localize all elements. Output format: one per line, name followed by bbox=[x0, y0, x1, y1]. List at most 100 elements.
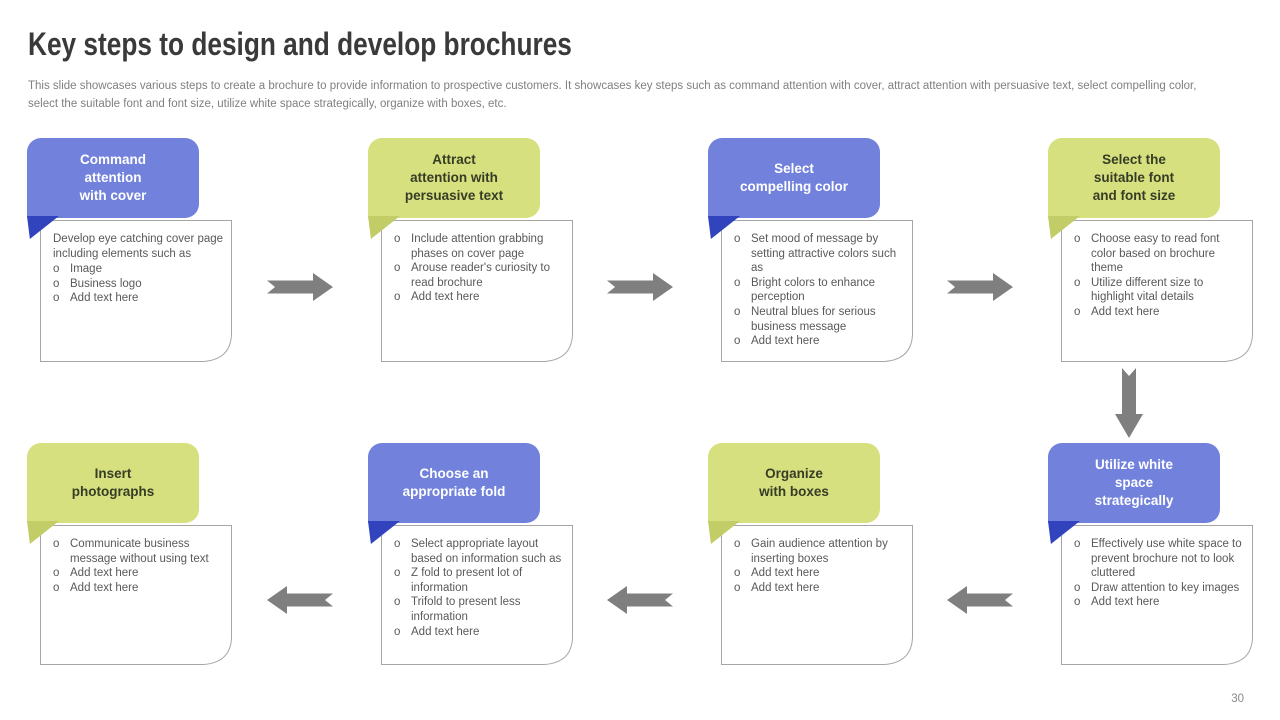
step-note: o Choose easy to read font color based on… bbox=[1061, 220, 1253, 362]
bullet-text: Effectively use white space to prevent b… bbox=[1091, 538, 1242, 580]
flow-arrow-right-icon bbox=[947, 273, 1013, 301]
step-header-label: Choose an appropriate fold bbox=[402, 466, 506, 499]
bullet-marker: o bbox=[394, 233, 401, 245]
bullet-marker: o bbox=[734, 567, 741, 580]
bullet-marker: o bbox=[394, 596, 401, 609]
bullet-text: Add text here bbox=[70, 292, 139, 305]
flow-arrow-left-icon bbox=[607, 586, 673, 614]
list-item: o Neutral blues for serious business mess… bbox=[734, 305, 905, 334]
flow-arrow-right-icon bbox=[607, 273, 673, 301]
bullet-marker: o bbox=[1074, 596, 1081, 609]
bullet-text: Add text here bbox=[411, 291, 480, 304]
bullet-marker: o bbox=[734, 233, 741, 245]
bullet-marker: o bbox=[53, 292, 60, 305]
bullet-marker: o bbox=[734, 538, 741, 550]
bullet-marker: o bbox=[734, 305, 741, 318]
page-number: 30 bbox=[1231, 693, 1244, 705]
bullet-marker: o bbox=[53, 263, 60, 276]
step-note: o Effectively use white space to prevent … bbox=[1061, 525, 1253, 665]
bullet-text: Set mood of message by setting attractiv… bbox=[751, 233, 897, 275]
bullet-marker: o bbox=[53, 538, 60, 550]
bullet-list: o Communicate business message without us… bbox=[53, 537, 224, 595]
list-item: o Add text here bbox=[53, 581, 224, 596]
flow-arrow-right-icon bbox=[267, 273, 333, 301]
list-item: o Effectively use white space to prevent … bbox=[1074, 537, 1245, 581]
bullet-text: Image bbox=[70, 263, 102, 276]
list-item: o Add text here bbox=[53, 291, 224, 306]
note-intro-text: Develop eye catching cover page includin… bbox=[53, 233, 224, 260]
bullet-text: Add text here bbox=[70, 581, 139, 594]
list-item: o Add text here bbox=[734, 334, 905, 349]
step-header: Choose an appropriate fold bbox=[368, 443, 540, 544]
bullet-marker: o bbox=[734, 276, 741, 289]
note-outline bbox=[721, 220, 913, 362]
list-item: o Gain audience attention by inserting bo… bbox=[734, 537, 905, 566]
list-item: o Add text here bbox=[394, 625, 565, 640]
list-item: o Business logo bbox=[53, 277, 224, 292]
step-note: Develop eye catching cover page includin… bbox=[40, 220, 232, 362]
note-outline bbox=[1061, 220, 1253, 362]
note-outline bbox=[40, 220, 232, 362]
list-item: o Add text here bbox=[1074, 595, 1245, 610]
bullet-text: Business logo bbox=[70, 277, 142, 290]
list-item: o Choose easy to read font color based on… bbox=[1074, 232, 1245, 276]
list-item: o Z fold to present lot of information bbox=[394, 566, 565, 595]
bullet-text: Draw attention to key images bbox=[1091, 581, 1240, 594]
bullet-text: Add text here bbox=[751, 335, 820, 348]
bullet-text: Add text here bbox=[751, 581, 820, 594]
page-title: Key steps to design and develop brochure… bbox=[28, 26, 572, 62]
bullet-marker: o bbox=[394, 567, 401, 580]
list-item: o Add text here bbox=[734, 566, 905, 581]
list-item: o Set mood of message by setting attracti… bbox=[734, 232, 905, 276]
step-header-label: Attract attention with persuasive text bbox=[404, 152, 504, 203]
step-header-label: Utilize white space strategically bbox=[1094, 457, 1174, 508]
step-header: Select the suitable font and font size bbox=[1048, 138, 1220, 239]
note-outline bbox=[1061, 525, 1253, 665]
step-header: Utilize white space strategically bbox=[1048, 443, 1220, 544]
bullet-text: Communicate business message without usi… bbox=[70, 538, 209, 565]
list-item: o Trifold to present less information bbox=[394, 595, 565, 624]
step-header-label: Insert photographs bbox=[71, 466, 155, 499]
note-outline bbox=[381, 525, 573, 665]
bullet-marker: o bbox=[1074, 233, 1081, 245]
bullet-text: Z fold to present lot of information bbox=[411, 567, 523, 594]
bullet-marker: o bbox=[53, 581, 60, 594]
bullet-marker: o bbox=[394, 625, 401, 638]
step-note: o Set mood of message by setting attracti… bbox=[721, 220, 913, 362]
bullet-text: Add text here bbox=[70, 567, 139, 580]
bullet-marker: o bbox=[1074, 538, 1081, 550]
bullet-marker: o bbox=[734, 335, 741, 348]
list-item: o Image bbox=[53, 262, 224, 277]
flow-arrow-left-icon bbox=[267, 586, 333, 614]
bullet-text: Add text here bbox=[411, 625, 480, 638]
bullet-text: Add text here bbox=[1091, 596, 1160, 609]
step-header: Insert photographs bbox=[27, 443, 199, 544]
bullet-marker: o bbox=[53, 277, 60, 290]
bullet-text: Neutral blues for serious business messa… bbox=[751, 305, 876, 333]
bullet-list: o Set mood of message by setting attracti… bbox=[734, 232, 905, 349]
list-item: o Utilize different size to highlight vit… bbox=[1074, 276, 1245, 305]
step-header: Attract attention with persuasive text bbox=[368, 138, 540, 239]
bullet-marker: o bbox=[53, 567, 60, 580]
bullet-text: Gain audience attention by inserting box… bbox=[751, 538, 888, 565]
flow-arrow-down-icon bbox=[1115, 368, 1143, 438]
bullet-text: Choose easy to read font color based on … bbox=[1091, 233, 1220, 275]
step-header-label: Select the suitable font and font size bbox=[1092, 152, 1176, 203]
slide-description: This slide showcases various steps to cr… bbox=[28, 80, 1197, 110]
bullet-text: Utilize different size to highlight vita… bbox=[1091, 276, 1204, 304]
bullet-text: Add text here bbox=[751, 567, 820, 580]
note-outline bbox=[40, 525, 232, 665]
bullet-text: Trifold to present less information bbox=[411, 596, 521, 623]
step-header-label: Organize with boxes bbox=[759, 466, 829, 499]
bullet-marker: o bbox=[1074, 276, 1081, 289]
step-note: o Communicate business message without us… bbox=[40, 525, 232, 665]
step-note: o Gain audience attention by inserting bo… bbox=[721, 525, 913, 665]
